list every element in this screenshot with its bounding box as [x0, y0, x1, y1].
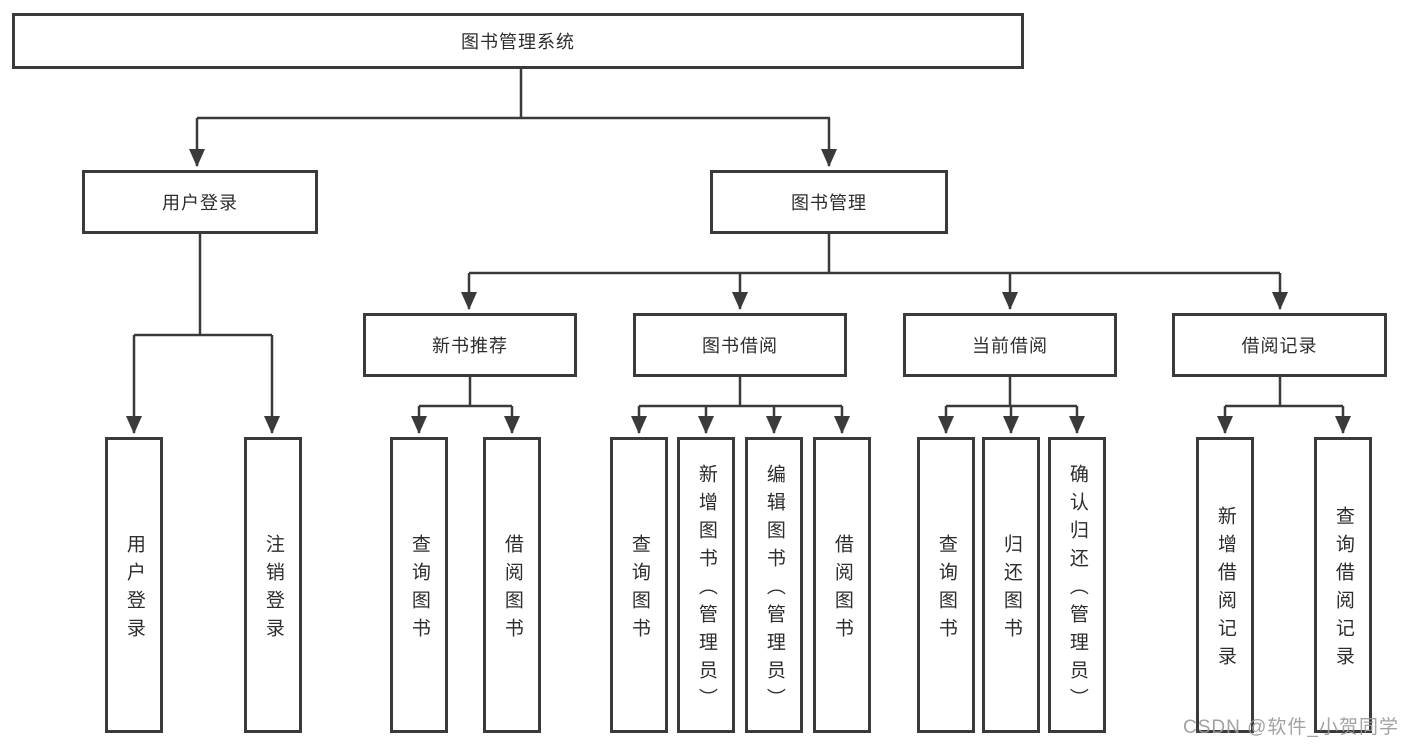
leaf-return-books: 归还图书: [982, 437, 1040, 733]
leaf-query-books-recommend: 查询图书: [390, 437, 448, 733]
node-borrowing-records: 借阅记录: [1172, 313, 1387, 377]
leaf-user-login: 用户登录: [105, 437, 163, 733]
leaf-logout: 注销登录: [244, 437, 302, 733]
node-new-book-recommend: 新书推荐: [363, 313, 577, 377]
leaf-borrow-books-recommend: 借阅图书: [483, 437, 541, 733]
csdn-watermark: CSDN @软件_小贺同学: [1183, 717, 1399, 738]
leaf-query-borrow-record: 查询借阅记录: [1314, 437, 1372, 733]
node-root-library-system: 图书管理系统: [12, 13, 1024, 69]
leaf-confirm-return-admin: 确认归还（管理员）: [1048, 437, 1106, 733]
leaf-add-borrow-record: 新增借阅记录: [1196, 437, 1254, 733]
node-book-management-module: 图书管理: [710, 170, 948, 234]
node-user-login-module: 用户登录: [82, 170, 318, 234]
leaf-edit-books-admin: 编辑图书（管理员）: [745, 437, 803, 733]
node-current-borrowing: 当前借阅: [903, 313, 1117, 377]
leaf-query-books-current: 查询图书: [917, 437, 975, 733]
leaf-query-books-borrowing: 查询图书: [610, 437, 668, 733]
leaf-add-books-admin: 新增图书（管理员）: [677, 437, 735, 733]
node-book-borrowing: 图书借阅: [633, 313, 847, 377]
leaf-borrow-books: 借阅图书: [813, 437, 871, 733]
